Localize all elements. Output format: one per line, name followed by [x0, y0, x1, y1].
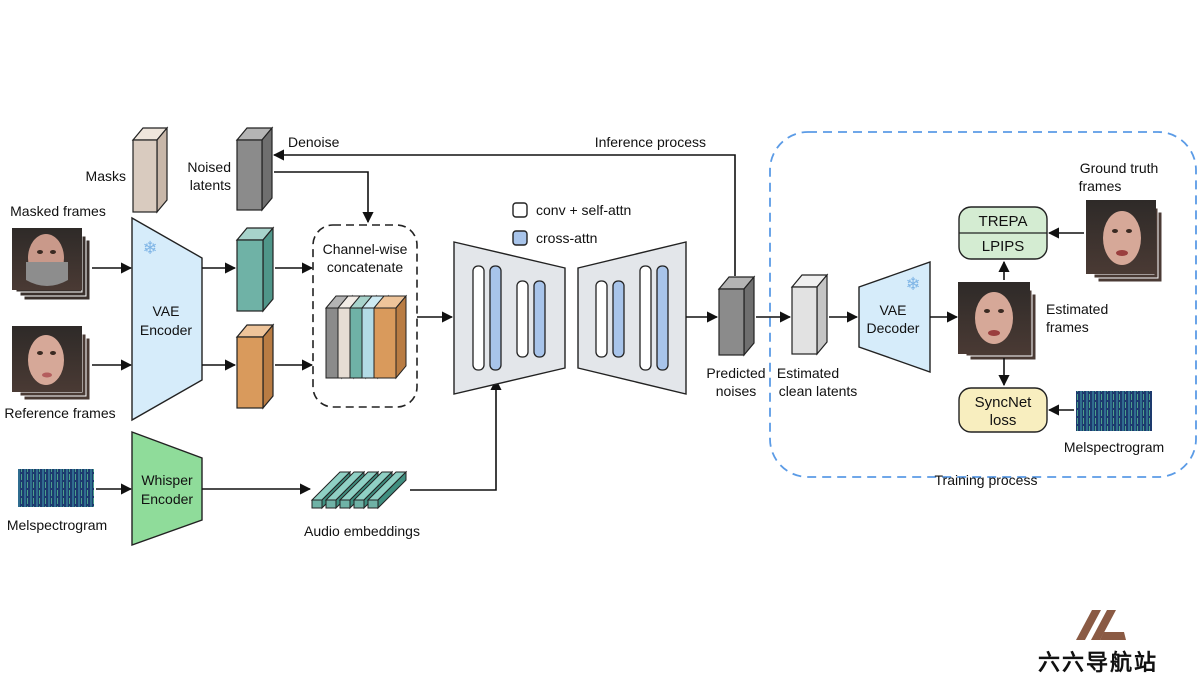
legend-conv-label: conv + self-attn	[536, 202, 631, 218]
unet-layers	[472, 265, 669, 371]
ground-truth-label: Ground truth	[1080, 160, 1159, 176]
vae-decoder-label-2: Decoder	[867, 320, 920, 336]
vae-encoder-label-2: Encoder	[140, 322, 192, 338]
lpips-label: LPIPS	[982, 238, 1025, 255]
masked-latent-teal	[235, 226, 275, 313]
syncnet-label-2: loss	[990, 412, 1017, 429]
melspectrogram-left-label: Melspectrogram	[7, 517, 107, 533]
concatenated-latents	[324, 294, 408, 380]
whisper-encoder-label: Whisper	[141, 472, 193, 488]
whisper-encoder-label-2: Encoder	[141, 491, 193, 507]
vae-decoder-block	[858, 261, 931, 373]
vae-encoder-label: VAE	[153, 303, 180, 319]
training-process-label: Training process	[935, 472, 1038, 488]
trepa-label: TREPA	[979, 213, 1028, 230]
audio-to-unet-arrow	[410, 378, 502, 491]
masked-frames-image	[12, 228, 91, 301]
ground-truth-label-2: frames	[1079, 178, 1122, 194]
reference-frames-label: Reference frames	[4, 405, 115, 421]
reference-latent-orange	[235, 323, 275, 410]
watermark-logo	[1076, 610, 1126, 640]
inference-process-label: Inference process	[595, 134, 706, 150]
estimated-clean-label-2: clean latents	[779, 383, 858, 399]
training-process-box	[769, 131, 1197, 478]
masks-label: Masks	[86, 168, 126, 184]
estimated-frames-label: Estimated	[1046, 301, 1108, 317]
channel-wise-label: Channel-wise	[323, 241, 408, 257]
snowflake-icon-decoder: ❄	[905, 274, 920, 294]
channel-wise-concat-box	[312, 224, 418, 408]
reference-frames-image	[12, 326, 91, 401]
vae-decoder-label: VAE	[880, 302, 907, 318]
audio-embeddings-stack	[310, 470, 408, 510]
predicted-noises-latent	[717, 275, 756, 357]
predicted-noises-label: Predicted	[706, 365, 765, 381]
predicted-noises-label-2: noises	[716, 383, 756, 399]
noised-latents	[235, 126, 274, 212]
unet-encoder-block	[453, 241, 566, 395]
inference-loop-arrow	[272, 149, 736, 276]
channel-wise-label-2: concatenate	[327, 259, 403, 275]
legend-cross-label: cross-attn	[536, 230, 597, 246]
melspectrogram-left-image	[18, 469, 94, 507]
whisper-encoder-block	[131, 430, 203, 546]
estimated-clean-label: Estimated	[777, 365, 839, 381]
ground-truth-frames-image	[1086, 200, 1163, 283]
trepa-lpips-box	[958, 206, 1048, 260]
snowflake-icon: ❄	[142, 238, 157, 258]
legend-cross-swatch	[512, 230, 528, 246]
masks-latent	[131, 126, 169, 214]
syncnet-loss-box	[958, 387, 1048, 433]
estimated-frames-image	[958, 282, 1037, 361]
estimated-clean-latent	[790, 273, 829, 356]
melspectrogram-right-image	[1076, 391, 1152, 431]
masked-frames-label: Masked frames	[10, 203, 106, 219]
estimated-frames-label-2: frames	[1046, 319, 1089, 335]
unet-decoder-block	[577, 241, 687, 395]
noised-to-concat-arrow	[274, 171, 374, 224]
vae-encoder-block	[131, 216, 203, 422]
denoise-label: Denoise	[288, 134, 340, 150]
noised-latents-label: Noised	[187, 159, 231, 175]
audio-embeddings-label: Audio embeddings	[304, 523, 420, 539]
watermark-text: 六六导航站	[1038, 650, 1158, 675]
syncnet-label: SyncNet	[975, 394, 1033, 411]
noised-latents-label-2: latents	[190, 177, 231, 193]
legend-conv-swatch	[512, 202, 528, 218]
melspectrogram-right-label: Melspectrogram	[1064, 439, 1164, 455]
